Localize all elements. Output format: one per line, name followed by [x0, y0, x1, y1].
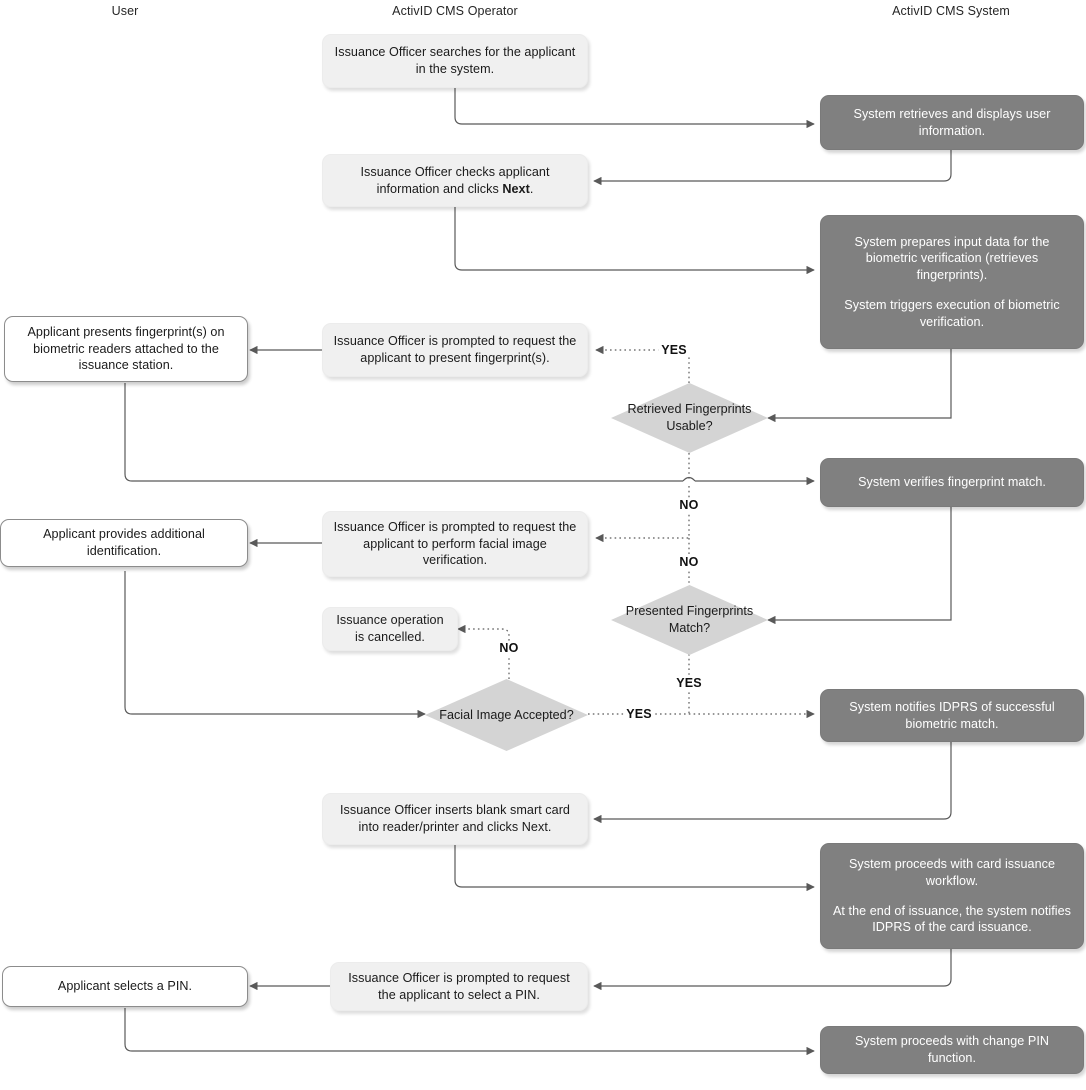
node-system-card-issuance-workflow[interactable]: System proceeds with card issuance workf… [820, 843, 1084, 949]
node-text-primary: System prepares input data for the biome… [854, 234, 1050, 283]
node-text: Applicant selects a PIN. [57, 979, 193, 994]
diamond-shape [611, 585, 768, 655]
decision-facial-image-accepted[interactable]: Facial Image Accepted? [425, 679, 588, 751]
node-text: Issuance operation is cancelled. [336, 613, 444, 644]
node-issuance-officer-searches[interactable]: Issuance Officer searches for the applic… [322, 34, 588, 88]
node-text: Issuance Officer checks applicant inform… [360, 164, 550, 196]
decision-retrieved-fingerprints-usable[interactable]: Retrieved Fingerprints Usable? [611, 383, 768, 453]
edge-label-yes-facial: YES [623, 707, 655, 721]
node-text: System retrieves and displays user infor… [853, 106, 1051, 138]
edge-insert-card-to-issuance-workflow [454, 845, 815, 892]
edge-label-yes-match: YES [673, 676, 705, 690]
edge-label-no-usable: NO [676, 498, 702, 512]
node-applicant-presents-fingerprints[interactable]: Applicant presents fingerprint(s) on bio… [4, 316, 248, 382]
node-text: Issuance Officer is prompted to request … [333, 519, 577, 568]
node-issuance-operation-cancelled[interactable]: Issuance operation is cancelled. [322, 607, 458, 651]
node-applicant-provides-additional-id[interactable]: Applicant provides additional identifica… [0, 519, 248, 567]
diamond-shape [425, 679, 588, 751]
node-text: Issuance Officer inserts blank smart car… [340, 803, 570, 834]
edge-label-no-match-entry: NO [676, 555, 702, 569]
node-issuance-officer-checks-applicant[interactable]: Issuance Officer checks applicant inform… [322, 154, 588, 207]
node-system-verifies-fingerprint-match[interactable]: System verifies fingerprint match. [820, 458, 1084, 507]
node-system-retrieves-user-info[interactable]: System retrieves and displays user infor… [820, 95, 1084, 150]
node-insert-blank-smart-card[interactable]: Issuance Officer inserts blank smart car… [322, 793, 588, 845]
node-applicant-selects-pin[interactable]: Applicant selects a PIN. [2, 966, 248, 1007]
decision-label: Retrieved Fingerprints Usable? [627, 402, 752, 433]
edge-label-yes-usable: YES [658, 343, 690, 357]
edge-notify-to-insert-card [593, 742, 952, 824]
node-text-secondary: System triggers execution of biometric v… [844, 297, 1060, 329]
edge-checks-to-prepare [454, 207, 815, 275]
node-text-primary: System proceeds with card issuance workf… [848, 857, 1056, 888]
node-text: Issuance Officer is prompted to request … [348, 970, 570, 1002]
edge-label-no-facial: NO [496, 641, 522, 655]
node-system-prepares-biometric-input[interactable]: System prepares input data for the biome… [820, 215, 1084, 349]
diamond-shape [611, 383, 768, 453]
node-system-notifies-idprs-biometric-match[interactable]: System notifies IDPRS of successful biom… [820, 689, 1084, 742]
edge-usable-no-to-prompt-facial [595, 486, 690, 543]
node-text: Applicant provides additional identifica… [43, 527, 205, 558]
edge-search-to-retrieve [454, 88, 815, 129]
node-prompt-present-fingerprints[interactable]: Issuance Officer is prompted to request … [322, 323, 588, 377]
decision-label: Facial Image Accepted? [439, 707, 574, 722]
decision-label: Presented Fingerprints Match? [625, 604, 754, 635]
lane-title-user: User [111, 4, 139, 18]
node-text: Issuance Officer searches for the applic… [334, 45, 576, 76]
lane-title-operator: ActivID CMS Operator [392, 4, 518, 18]
node-text: System notifies IDPRS of successful biom… [849, 699, 1055, 731]
edge-line-hop [682, 476, 696, 482]
node-text: Applicant presents fingerprint(s) on bio… [27, 324, 225, 373]
node-text: System proceeds with change PIN function… [854, 1034, 1050, 1065]
decision-presented-fingerprints-match[interactable]: Presented Fingerprints Match? [611, 585, 768, 655]
node-text: Issuance Officer is prompted to request … [333, 334, 577, 365]
edge-retrieve-to-checks [593, 150, 952, 186]
node-prompt-facial-image-verification[interactable]: Issuance Officer is prompted to request … [322, 511, 588, 577]
node-prompt-select-pin[interactable]: Issuance Officer is prompted to request … [330, 962, 588, 1011]
edge-issuance-to-prompt-pin [593, 949, 952, 991]
node-text: System verifies fingerprint match. [858, 475, 1046, 490]
edge-applicant-presents-to-verify-a [124, 383, 683, 482]
node-text-secondary: At the end of issuance, the system notif… [832, 903, 1072, 935]
node-system-change-pin-function[interactable]: System proceeds with change PIN function… [820, 1026, 1084, 1074]
edge-applicant-pin-to-change-pin [124, 1008, 815, 1056]
edge-verify-to-match [767, 507, 952, 625]
edge-prepare-to-usable [767, 349, 952, 423]
lane-title-system: ActivID CMS System [892, 4, 1010, 18]
